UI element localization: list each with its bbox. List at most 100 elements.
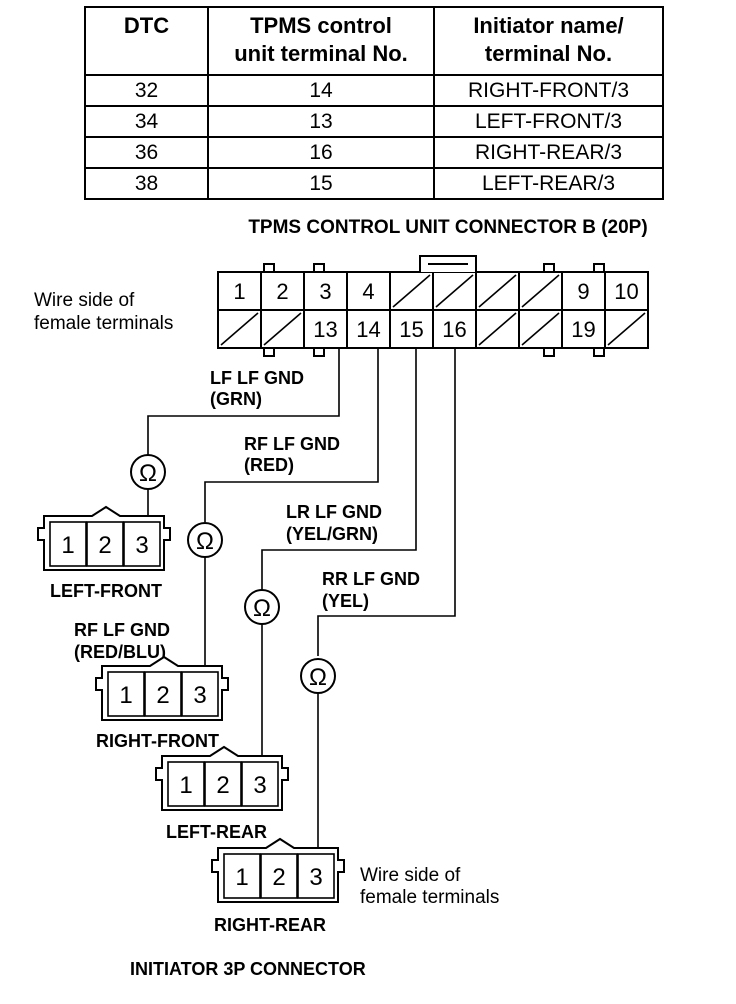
initiator-pin-number: 2: [156, 682, 169, 709]
initiator-label-right-rear: RIGHT-REAR: [214, 915, 326, 935]
initiator-pin-number: 1: [235, 864, 248, 891]
terminal-number: 4: [362, 279, 374, 304]
wire-color: (YEL/GRN): [286, 524, 378, 544]
wire-color: (YEL): [322, 591, 369, 611]
connector-b-title: TPMS CONTROL UNIT CONNECTOR B (20P): [248, 217, 647, 238]
initiator-pin-number: 3: [193, 682, 206, 709]
initiator-cavity: [107, 671, 145, 717]
wire-label: LR LF GND: [286, 502, 382, 522]
terminal-number: 2: [276, 279, 288, 304]
terminal-number: 15: [399, 317, 423, 342]
empty-cavity-mark: [478, 274, 517, 308]
terminal-cell: 13: [207, 105, 435, 138]
dtc-header-terminal: TPMS control unit terminal No.: [207, 6, 435, 76]
initiator-pin-number: 3: [135, 532, 148, 559]
initiator-cell: RIGHT-FRONT/3: [433, 74, 664, 107]
table-row: 32 14 RIGHT-FRONT/3: [84, 74, 664, 107]
table-row: 38 15 LEFT-REAR/3: [84, 167, 664, 200]
empty-cavity-mark: [263, 312, 302, 346]
dtc-cell: 32: [84, 74, 209, 107]
dtc-table: DTC TPMS control unit terminal No. Initi…: [84, 6, 664, 200]
ohmmeter-icon: Ω: [300, 658, 336, 694]
connector-b-tab: [593, 347, 605, 357]
initiator-label-left-rear: LEFT-REAR: [166, 822, 267, 842]
wire-label: RF LF GND: [244, 434, 340, 454]
ohmmeter-icon: Ω: [130, 454, 166, 490]
terminal-number: 9: [577, 279, 589, 304]
terminal-cell: 15: [207, 167, 435, 200]
wire-label: LF LF GND: [210, 368, 304, 388]
initiator-side-label: Wire side of: [360, 865, 461, 886]
terminal-number: 3: [319, 279, 331, 304]
wire-lr-lf-gnd: [261, 348, 417, 590]
rf-initiator-gnd-color: (RED/BLU): [74, 642, 166, 662]
initiator-label-right-front: RIGHT-FRONT: [96, 731, 219, 751]
header-line: DTC: [123, 13, 170, 38]
initiator-cell: LEFT-FRONT/3: [433, 105, 664, 138]
connector-b-tab: [593, 263, 605, 273]
empty-cavity-mark: [521, 312, 560, 346]
terminal-cell: 16: [207, 136, 435, 169]
initiator-pin-number: 1: [61, 532, 74, 559]
terminal-number: 14: [356, 317, 380, 342]
empty-cavity-mark: [392, 274, 431, 308]
connector-b-tab: [313, 347, 325, 357]
initiator-pin-number: 2: [272, 864, 285, 891]
dtc-cell: 34: [84, 105, 209, 138]
initiator-pin-number: 1: [179, 772, 192, 799]
initiator-connector-title: INITIATOR 3P CONNECTOR: [130, 959, 366, 979]
table-row: 34 13 LEFT-FRONT/3: [84, 105, 664, 138]
empty-cavity-mark: [478, 312, 517, 346]
empty-cavity-mark: [220, 312, 259, 346]
ohm-symbol: Ω: [253, 595, 271, 622]
header-line: TPMS control: [250, 13, 392, 38]
dtc-table-header-row: DTC TPMS control unit terminal No. Initi…: [84, 6, 664, 76]
initiator-cell: RIGHT-REAR/3: [433, 136, 664, 169]
initiator-cavity: [181, 671, 219, 717]
initiator-cavity: [49, 521, 87, 567]
wire-lf-lf-gnd: [147, 348, 340, 456]
dtc-cell: 38: [84, 167, 209, 200]
terminal-number: 1: [233, 279, 245, 304]
initiator-cavity: [297, 853, 335, 899]
connector-b-side-label: Wire side of: [34, 290, 135, 311]
initiator-cavity: [144, 671, 182, 717]
empty-cavity-mark: [521, 274, 560, 308]
empty-cavity-mark: [435, 274, 474, 308]
initiator-cavity: [223, 853, 261, 899]
terminal-number: 13: [313, 317, 337, 342]
header-line: unit terminal No.: [234, 41, 408, 66]
connector-b-tab: [543, 347, 555, 357]
ohm-symbol: Ω: [196, 528, 214, 555]
connector-b-tab: [543, 263, 555, 273]
initiator-cavity: [123, 521, 161, 567]
initiator-side-label: female terminals: [360, 887, 499, 908]
dtc-cell: 36: [84, 136, 209, 169]
initiator-pin-number: 3: [253, 772, 266, 799]
initiator-cavity: [260, 853, 298, 899]
empty-cavity-mark: [607, 312, 646, 346]
wire-rf-lf-gnd: [204, 348, 379, 522]
terminal-number: 19: [571, 317, 595, 342]
terminal-number: 16: [442, 317, 466, 342]
initiator-cavity: [204, 761, 242, 807]
initiator-pin-number: 1: [119, 682, 132, 709]
terminal-cell: 14: [207, 74, 435, 107]
connector-b-tab: [263, 263, 275, 273]
ohmmeter-icon: Ω: [244, 589, 280, 625]
header-line: Initiator name/: [473, 13, 624, 38]
dtc-header-dtc: DTC: [84, 6, 209, 76]
ohm-symbol: Ω: [309, 664, 327, 691]
wire-color: (RED): [244, 455, 294, 475]
connector-b-tab: [263, 347, 275, 357]
rf-initiator-gnd-label: RF LF GND: [74, 620, 170, 640]
initiator-cavity: [167, 761, 205, 807]
